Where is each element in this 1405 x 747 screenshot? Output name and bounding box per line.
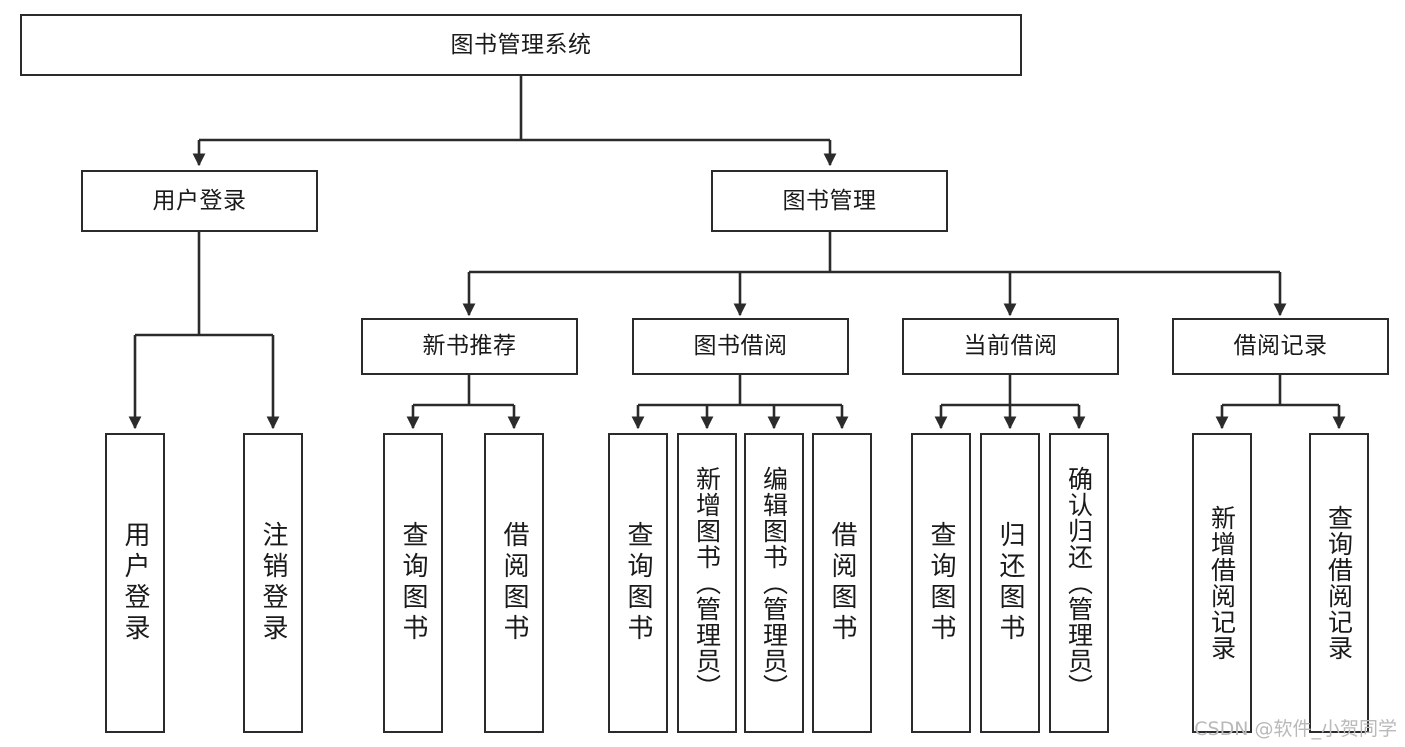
leaf-book-borrow-borrow[interactable]: 借阅图书	[812, 433, 872, 733]
leaf-current-borrow-query[interactable]: 查询图书	[911, 433, 971, 733]
leaf-book-borrow-query[interactable]: 查询图书	[608, 433, 668, 733]
leaf-user-login-login[interactable]: 用户登录	[105, 433, 165, 733]
leaf-current-borrow-confirm-label: 确认归还（管理员）	[1064, 466, 1094, 700]
leaf-user-login-logout-label: 注销登录	[258, 521, 288, 645]
leaf-user-login-logout[interactable]: 注销登录	[243, 433, 303, 733]
node-current-borrow[interactable]: 当前借阅	[902, 318, 1119, 375]
node-current-borrow-label: 当前借阅	[963, 333, 1058, 359]
node-borrow-record-label: 借阅记录	[1233, 333, 1328, 359]
leaf-borrow-record-add-label: 新增借阅记录	[1207, 505, 1237, 661]
leaf-borrow-record-query-label: 查询借阅记录	[1324, 505, 1354, 661]
node-book-manage[interactable]: 图书管理	[711, 170, 948, 232]
leaf-current-borrow-confirm[interactable]: 确认归还（管理员）	[1049, 433, 1109, 733]
leaf-current-borrow-query-label: 查询图书	[926, 521, 956, 645]
watermark: CSDN @软件_小贺同学	[1194, 718, 1397, 740]
leaf-borrow-record-add[interactable]: 新增借阅记录	[1192, 433, 1252, 733]
leaf-new-book-query-label: 查询图书	[398, 521, 428, 645]
leaf-book-borrow-query-label: 查询图书	[623, 521, 653, 645]
leaf-user-login-login-label: 用户登录	[120, 521, 150, 645]
node-book-borrow[interactable]: 图书借阅	[632, 318, 849, 375]
leaf-book-borrow-add[interactable]: 新增图书（管理员）	[677, 433, 737, 733]
leaf-current-borrow-return-label: 归还图书	[995, 521, 1025, 645]
node-book-manage-label: 图书管理	[782, 187, 877, 214]
leaf-new-book-borrow[interactable]: 借阅图书	[484, 433, 544, 733]
leaf-book-borrow-borrow-label: 借阅图书	[827, 521, 857, 645]
leaf-book-borrow-add-label: 新增图书（管理员）	[692, 466, 722, 700]
node-user-login-label: 用户登录	[152, 187, 247, 214]
leaf-book-borrow-edit-label: 编辑图书（管理员）	[759, 466, 789, 700]
node-book-borrow-label: 图书借阅	[693, 333, 788, 359]
leaf-new-book-borrow-label: 借阅图书	[499, 521, 529, 645]
node-new-book-recommend[interactable]: 新书推荐	[361, 318, 578, 375]
node-root-label: 图书管理系统	[450, 31, 592, 58]
node-borrow-record[interactable]: 借阅记录	[1172, 318, 1389, 375]
node-root[interactable]: 图书管理系统	[20, 14, 1022, 76]
leaf-new-book-query[interactable]: 查询图书	[383, 433, 443, 733]
node-new-book-recommend-label: 新书推荐	[422, 333, 517, 359]
leaf-current-borrow-return[interactable]: 归还图书	[980, 433, 1040, 733]
node-user-login[interactable]: 用户登录	[81, 170, 318, 232]
leaf-borrow-record-query[interactable]: 查询借阅记录	[1309, 433, 1369, 733]
leaf-book-borrow-edit[interactable]: 编辑图书（管理员）	[744, 433, 804, 733]
